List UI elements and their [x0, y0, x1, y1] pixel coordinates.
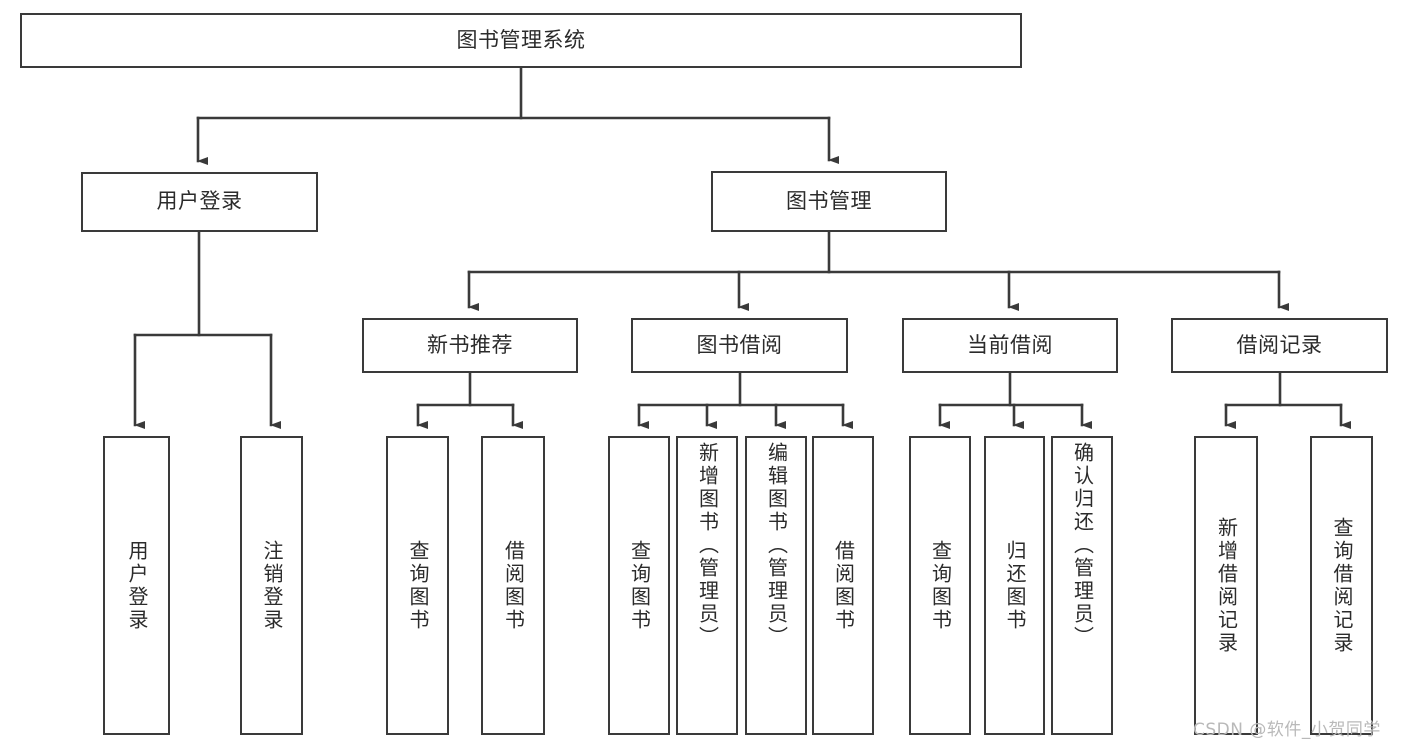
node-leaf-2-label: 查询图书: [406, 539, 430, 632]
node-leaf-3[interactable]: 借阅图书: [481, 436, 545, 735]
node-l3-1[interactable]: 图书借阅: [631, 318, 848, 373]
node-l2-1[interactable]: 图书管理: [711, 171, 947, 232]
node-leaf-6-label: 编辑图书（管理员）: [764, 442, 789, 649]
node-leaf-0[interactable]: 用户登录: [103, 436, 170, 735]
node-l3-0[interactable]: 新书推荐: [362, 318, 578, 373]
node-leaf-10[interactable]: 确认归还（管理员）: [1051, 436, 1113, 735]
node-leaf-9-label: 归还图书: [1003, 539, 1027, 632]
node-leaf-2[interactable]: 查询图书: [386, 436, 449, 735]
node-l3-1-label: 图书借阅: [696, 332, 783, 357]
node-leaf-11-label: 新增借阅记录: [1214, 516, 1239, 655]
node-l3-3-label: 借阅记录: [1236, 332, 1323, 357]
node-root[interactable]: 图书管理系统: [20, 13, 1022, 68]
node-leaf-0-label: 用户登录: [125, 539, 149, 632]
node-l2-1-label: 图书管理: [786, 188, 872, 213]
node-l3-0-label: 新书推荐: [427, 332, 513, 357]
node-leaf-12[interactable]: 查询借阅记录: [1310, 436, 1373, 735]
node-leaf-3-label: 借阅图书: [501, 539, 526, 632]
node-leaf-6[interactable]: 编辑图书（管理员）: [745, 436, 807, 735]
node-l2-0[interactable]: 用户登录: [81, 172, 318, 232]
node-leaf-11[interactable]: 新增借阅记录: [1194, 436, 1258, 735]
node-leaf-4[interactable]: 查询图书: [608, 436, 670, 735]
node-l3-3[interactable]: 借阅记录: [1171, 318, 1388, 373]
node-leaf-9[interactable]: 归还图书: [984, 436, 1045, 735]
node-leaf-10-label: 确认归还（管理员）: [1070, 442, 1095, 649]
node-leaf-5-label: 新增图书（管理员）: [695, 442, 720, 649]
node-leaf-1[interactable]: 注销登录: [240, 436, 303, 735]
node-l3-2[interactable]: 当前借阅: [902, 318, 1118, 373]
node-leaf-4-label: 查询图书: [627, 539, 652, 632]
node-l2-0-label: 用户登录: [156, 189, 243, 214]
node-leaf-12-label: 查询借阅记录: [1330, 516, 1354, 655]
node-l3-2-label: 当前借阅: [967, 332, 1053, 357]
node-leaf-7-label: 借阅图书: [831, 539, 856, 632]
node-leaf-1-label: 注销登录: [260, 539, 284, 632]
node-root-label: 图书管理系统: [456, 27, 586, 52]
node-leaf-7[interactable]: 借阅图书: [812, 436, 874, 735]
connector-lines: [133, 66, 1351, 429]
node-leaf-8[interactable]: 查询图书: [909, 436, 971, 735]
node-leaf-8-label: 查询图书: [928, 539, 953, 632]
node-leaf-5[interactable]: 新增图书（管理员）: [676, 436, 738, 735]
